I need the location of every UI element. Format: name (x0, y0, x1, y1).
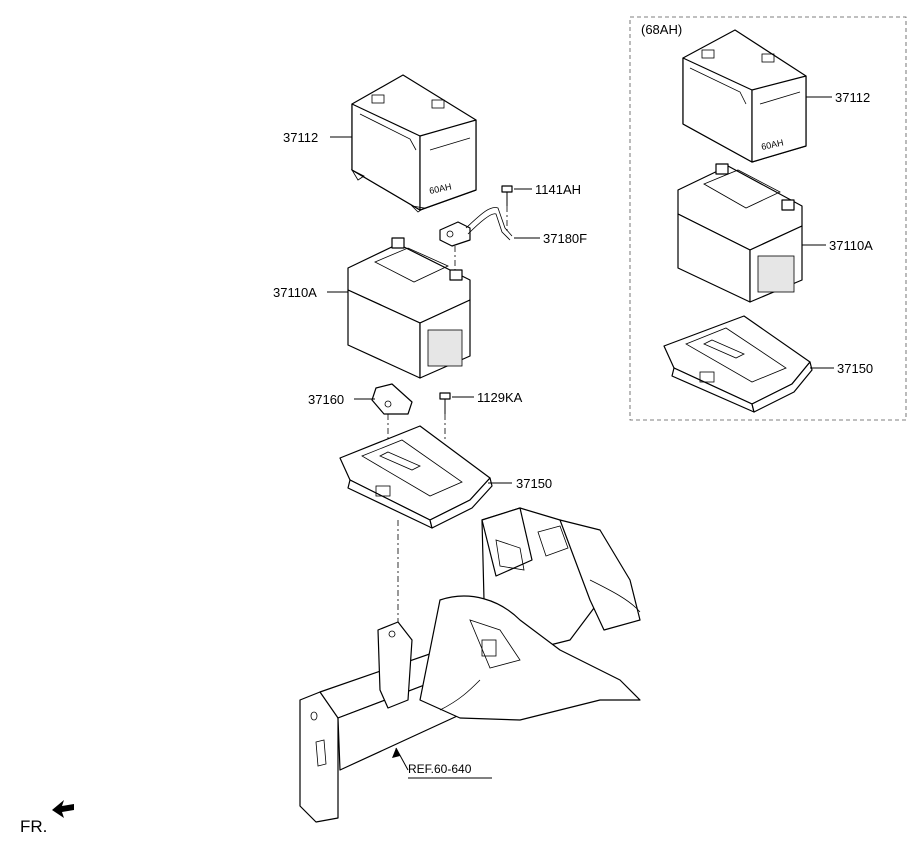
front-label: FR. (20, 817, 47, 836)
ref-label: REF.60-640 (408, 762, 472, 776)
cover-stamp-main: 60AH (428, 181, 452, 195)
battery-tray-alt (663, 315, 813, 413)
cover-stamp-alt: 60AH (760, 137, 784, 151)
battery-main (347, 237, 471, 379)
label-battery-main: 37110A (273, 285, 317, 300)
variant-box (629, 16, 907, 421)
label-cover-alt: 37112 (835, 90, 870, 105)
bracket-37160 (371, 383, 413, 415)
bolt-1129ka-icon (439, 392, 451, 414)
battery-cover-alt (682, 29, 807, 163)
battery-tray-main (339, 425, 493, 625)
label-cable-bolt: 1141AH (535, 182, 581, 197)
label-bracket: 37160 (308, 392, 344, 407)
label-cover-main: 37112 (283, 130, 318, 145)
label-tray-main: 37150 (516, 476, 552, 491)
label-tray-alt: 37150 (837, 361, 873, 376)
front-arrow-icon (52, 800, 74, 818)
battery-alt (677, 163, 803, 303)
label-battery-alt: 37110A (829, 238, 873, 253)
battery-cable (439, 207, 513, 247)
body-structure (299, 507, 641, 823)
bolt-1141ah-icon (501, 185, 513, 206)
battery-cover-main (350, 74, 477, 213)
variant-label: (68AH) (641, 22, 682, 37)
label-tray-bolt: 1129KA (477, 390, 523, 405)
label-cable: 37180F (543, 231, 587, 246)
